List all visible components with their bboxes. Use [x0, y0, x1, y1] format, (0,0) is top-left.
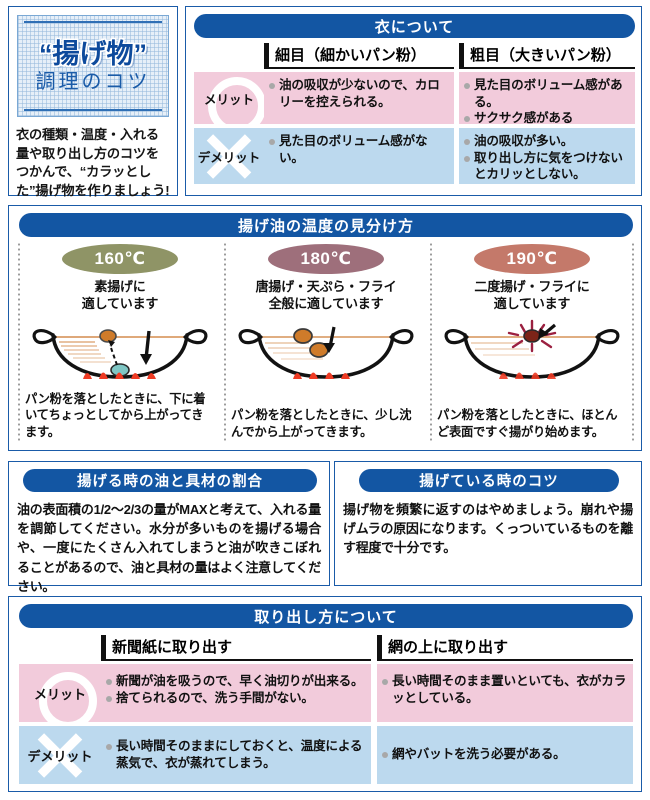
demerit-label: デメリット	[197, 150, 261, 165]
circle-o-icon: メリット	[194, 72, 264, 124]
table-row: デメリット 見た目のボリューム感がない。 油の吸収が多い。 取り出し方に気をつけ…	[194, 128, 635, 184]
batter-merit-fine: 油の吸収が少ないので、カロリーを控えられる。	[264, 72, 454, 124]
page-title: “揚げ物”	[39, 38, 147, 69]
removal-section-panel: 取り出し方について 新聞紙に取り出す 網の上に取り出す メリット 新聞が油を吸う…	[8, 596, 642, 792]
temperature-card-160: 160℃ 素揚げに 適しています	[17, 242, 223, 442]
wok-illustration-160	[25, 315, 215, 387]
temperature-usage-180: 唐揚げ・天ぷら・フライ 全般に適しています	[255, 279, 397, 311]
temperature-badge-190: 190℃	[474, 244, 590, 274]
batter-section-header: 衣について	[194, 14, 635, 38]
merit-label: メリット	[33, 686, 86, 702]
oil-temperature-header: 揚げ油の温度の見分け方	[19, 213, 633, 237]
removal-merit-newspaper: 新聞が油を吸うので、早く油切りが出来る。 捨てられるので、洗う手間がない。	[101, 664, 371, 722]
temperature-card-180: 180℃ 唐揚げ・天ぷら・フライ 全般に適しています	[223, 242, 429, 442]
oil-temperature-section-panel: 揚げ油の温度の見分け方 160℃ 素揚げに 適しています	[8, 205, 642, 451]
batter-section-panel: 衣について 細目（細かいパン粉） 粗目（大きいパン粉） メリット 油の吸収が少な…	[185, 6, 642, 196]
frying-tips-section-panel: 揚げている時のコツ 揚げ物を頻繁に返すのはやめましょう。崩れや揚げムラの原因にな…	[334, 461, 642, 586]
oil-temperature-columns: 160℃ 素揚げに 適しています	[17, 242, 633, 442]
frying-tips-text: 揚げ物を頻繁に返すのはやめましょう。崩れや揚げムラの原因になります。くっついてい…	[343, 502, 633, 556]
removal-demerit-newspaper: 長い時間そのままにしておくと、温度による蒸気で、衣が蒸れてしまう。	[101, 726, 371, 784]
wok-illustration-180	[231, 315, 421, 387]
cross-x-icon: デメリット	[19, 726, 101, 784]
batter-column-headers: 細目（細かいパン粉） 粗目（大きいパン粉）	[194, 43, 635, 72]
wok-illustration-190	[437, 315, 627, 387]
list-item: 長い時間そのまま置いといても、衣がカラッとしている。	[381, 673, 628, 706]
list-item: 長い時間そのままにしておくと、温度による蒸気で、衣が蒸れてしまう。	[105, 738, 366, 771]
removal-col-header-rack: 網の上に取り出す	[377, 635, 633, 661]
temperature-usage-190: 二度揚げ・フライに 適しています	[474, 279, 590, 311]
temperature-badge-180: 180℃	[268, 244, 384, 274]
page-subtitle: 調理のコツ	[35, 70, 151, 93]
removal-demerit-rack: 網やバットを洗う必要がある。	[377, 726, 633, 784]
removal-merit-rack: 長い時間そのまま置いといても、衣がカラッとしている。	[377, 664, 633, 722]
list-item: 取り出し方に気をつけないとカリッとしない。	[463, 150, 630, 183]
list-item: 油の吸収が少ないので、カロリーを控えられる。	[268, 77, 449, 110]
title-badge-panel: “揚げ物” 調理のコツ 衣の種類・温度・入れる量や取り出し方のコツをつかんで、“…	[8, 6, 178, 198]
batter-demerit-coarse: 油の吸収が多い。 取り出し方に気をつけないとカリッとしない。	[459, 128, 635, 184]
table-row: デメリット 長い時間そのままにしておくと、温度による蒸気で、衣が蒸れてしまう。 …	[19, 726, 633, 784]
demerit-label: デメリット	[27, 748, 93, 764]
cross-x-icon: デメリット	[194, 128, 264, 184]
table-row: メリット 新聞が油を吸うので、早く油切りが出来る。 捨てられるので、洗う手間がな…	[19, 664, 633, 722]
temperature-badge-160: 160℃	[62, 244, 178, 274]
removal-column-headers: 新聞紙に取り出す 網の上に取り出す	[19, 635, 633, 664]
title-badge-box: “揚げ物” 調理のコツ	[17, 15, 169, 117]
intro-text: 衣の種類・温度・入れる量や取り出し方のコツをつかんで、“カラッとした”揚げ物を作…	[16, 127, 170, 199]
table-row: メリット 油の吸収が少ないので、カロリーを控えられる。 見た目のボリューム感があ…	[194, 72, 635, 127]
temperature-note-180: パン粉を落としたときに、少し沈んでから上がってきます。	[231, 408, 412, 439]
batter-col-header-coarse: 粗目（大きいパン粉）	[459, 43, 635, 69]
removal-col-header-newspaper: 新聞紙に取り出す	[101, 635, 371, 661]
batter-col-header-fine: 細目（細かいパン粉）	[264, 43, 454, 69]
list-item: サクサク感がある	[463, 110, 630, 127]
circle-o-icon: メリット	[19, 664, 101, 722]
list-item: 見た目のボリューム感がない。	[268, 133, 449, 166]
frying-tips-header: 揚げている時のコツ	[359, 469, 619, 492]
list-item: 網やバットを洗う必要がある。	[381, 746, 628, 763]
batter-demerit-fine: 見た目のボリューム感がない。	[264, 128, 454, 184]
merit-label: メリット	[203, 92, 254, 107]
list-item: 見た目のボリューム感がある。	[463, 77, 630, 110]
oil-ratio-section-panel: 揚げる時の油と具材の割合 油の表面積の1/2～2/3の量がMAXと考えて、入れる…	[8, 461, 330, 594]
temperature-card-190: 190℃ 二度揚げ・フライに 適しています	[429, 242, 635, 442]
temperature-usage-160: 素揚げに 適しています	[81, 279, 159, 311]
removal-section-header: 取り出し方について	[19, 604, 633, 628]
temperature-note-160: パン粉を落としたときに、下に着いてちょっとしてから上がってきます。	[25, 391, 206, 439]
list-item: 捨てられるので、洗う手間がない。	[105, 690, 366, 707]
list-item: 油の吸収が多い。	[463, 133, 630, 150]
batter-merit-coarse: 見た目のボリューム感がある。 サクサク感がある	[459, 72, 635, 127]
temperature-note-190: パン粉を落としたときに、ほとんど表面ですぐ揚がり始めます。	[437, 408, 618, 439]
oil-ratio-header: 揚げる時の油と具材の割合	[23, 469, 317, 492]
list-item: 新聞が油を吸うので、早く油切りが出来る。	[105, 673, 366, 690]
oil-ratio-text: 油の表面積の1/2～2/3の量がMAXと考えて、入れる量を調節してください。水分…	[17, 502, 321, 594]
